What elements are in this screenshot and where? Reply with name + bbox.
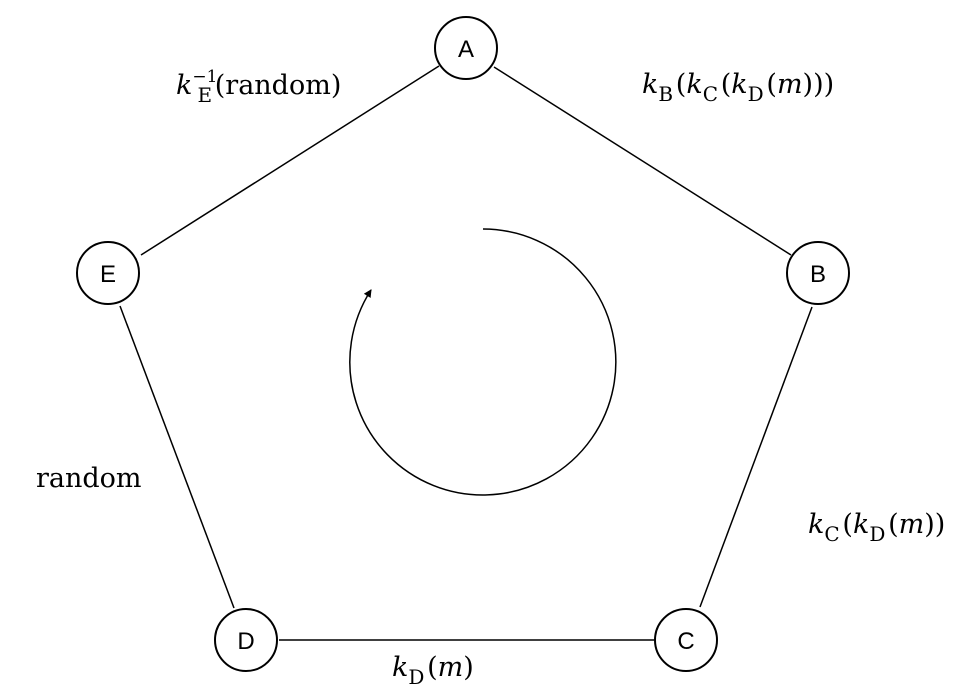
edge-b-c	[699, 306, 813, 608]
node-c-label: C	[677, 628, 694, 655]
edge-d-e	[119, 305, 235, 609]
cycle-arrow	[349, 228, 617, 496]
node-a: A	[434, 16, 498, 80]
node-c: C	[654, 608, 718, 672]
edge-label-a-b: kB (kC (kD (m)))	[642, 69, 834, 106]
node-a-label: A	[458, 36, 474, 63]
node-e: E	[76, 241, 140, 305]
edge-label-d-e: random	[36, 463, 142, 494]
edge-label-c-d: kD (m)	[392, 652, 474, 689]
edge-e-a	[140, 65, 440, 256]
edges	[119, 65, 813, 641]
node-b: B	[786, 241, 850, 305]
node-d-label: D	[237, 628, 254, 655]
node-b-label: B	[810, 261, 826, 288]
node-d: D	[214, 608, 278, 672]
node-e-label: E	[100, 261, 116, 288]
edge-label-b-c: kC (kD (m))	[808, 509, 945, 546]
edge-a-b	[493, 66, 792, 256]
